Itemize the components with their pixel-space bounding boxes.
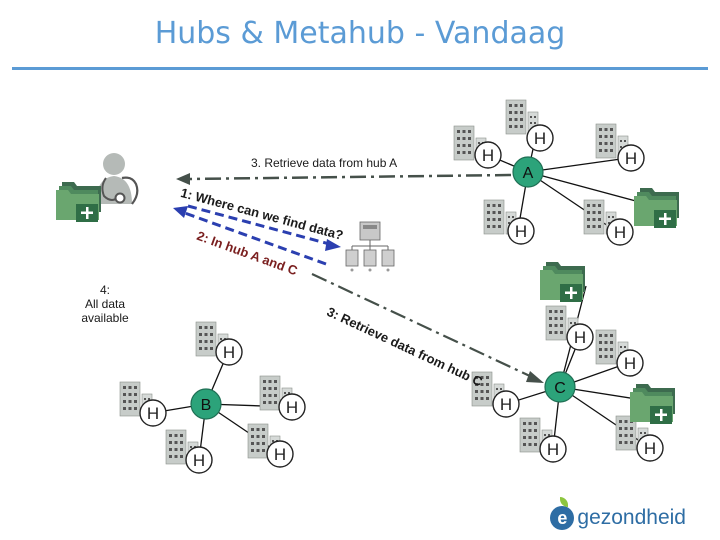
h-hub-icon	[507, 217, 535, 245]
folder-icon	[634, 188, 679, 228]
hub-a-cluster	[453, 99, 679, 246]
retrieve-a-label: 3. Retrieve data from hub A	[251, 156, 398, 170]
logo-word: gezondheid	[577, 506, 686, 529]
logo-letter: e	[557, 507, 568, 528]
title-rule	[12, 67, 708, 70]
folder-icon	[56, 182, 101, 222]
hub-b-node	[190, 388, 222, 420]
h-hub-icon	[139, 399, 167, 427]
h-hub-icon	[266, 440, 294, 468]
metahub-icon	[345, 221, 395, 272]
h-hub-icon	[539, 435, 567, 463]
h-hub-icon	[492, 390, 520, 418]
h-hub-icon	[617, 144, 645, 172]
h-hub-icon	[278, 393, 306, 421]
leaf-icon	[560, 497, 569, 507]
folder-icon	[630, 384, 675, 424]
hub-b-letter: B	[201, 397, 212, 414]
h-hub-icon	[616, 349, 644, 377]
slide-title: Hubs & Metahub - Vandaag	[154, 16, 566, 51]
retrieve-c-arrow	[311, 273, 544, 383]
retrieve-a-arrow	[176, 173, 512, 185]
h-hub-icon	[185, 446, 213, 474]
all-data-available-label: 4: All data available	[81, 283, 129, 325]
h-hub-icon	[606, 218, 634, 246]
hub-a-node	[512, 156, 544, 188]
hub-a-letter: A	[523, 165, 534, 182]
h-hub-icon	[636, 434, 664, 462]
egezondheid-logo: e gezondheid	[550, 497, 686, 530]
doctor-icon	[96, 153, 139, 205]
h-hub-icon	[566, 323, 594, 351]
h-hub-icon	[526, 124, 554, 152]
logo-e-icon: e	[550, 497, 575, 530]
h-hub-icon	[474, 141, 502, 169]
folder-icon	[540, 262, 585, 302]
h-hub-icon	[215, 338, 243, 366]
hub-c-node	[544, 371, 576, 403]
hub-c-letter: C	[554, 380, 566, 397]
query-arrows	[173, 204, 341, 266]
